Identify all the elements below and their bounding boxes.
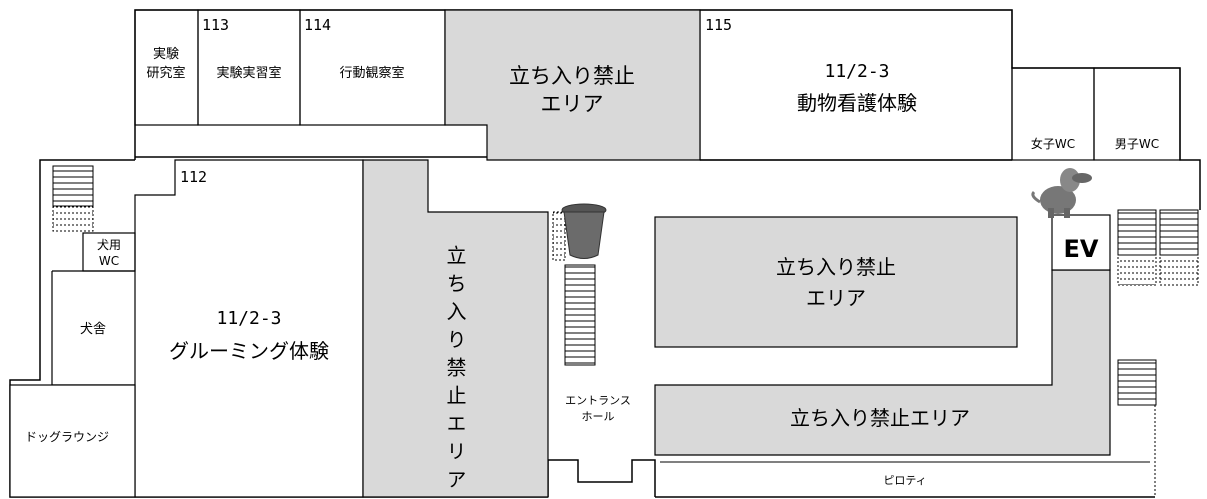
room-115-event: 動物看護体験 <box>797 91 917 115</box>
dog-lounge-label: ドッグラウンジ <box>25 430 109 444</box>
restricted-top-line1: 立ち入り禁止 <box>509 64 635 88</box>
dog-wc-line1: 犬用 <box>97 238 121 252</box>
stairs-left <box>52 165 94 232</box>
room-114-number: 114 <box>304 16 331 34</box>
restricted-top-line2: エリア <box>541 92 604 116</box>
piloti-label: ピロティ <box>883 474 926 487</box>
restricted-area-vertical <box>362 159 549 498</box>
room-114-label: 行動観察室 <box>339 65 404 81</box>
left-rooms <box>51 232 136 386</box>
room-112-date: 11/2-3 <box>216 308 281 329</box>
restricted-area-top <box>444 9 701 161</box>
restricted-center-line2: エリア <box>806 286 866 310</box>
room-115-date: 11/2-3 <box>824 61 889 82</box>
restricted-center-line1: 立ち入り禁止 <box>776 255 896 279</box>
room-115-number: 115 <box>705 16 732 34</box>
research-lab-label-1: 実験 <box>153 46 179 62</box>
room-112-event: グルーミング体験 <box>169 339 329 363</box>
room-112-number: 112 <box>180 168 207 186</box>
elevator-box <box>1051 214 1111 271</box>
restricted-vertical-label: 立ち入り禁止エリア <box>443 245 467 497</box>
stairs-right <box>1117 209 1199 497</box>
labels: 実験 研究室 113 実験実習室 114 行動観察室 立ち入り禁止 エリア 11… <box>25 16 1159 497</box>
trash-bin-icon <box>561 203 607 259</box>
room-113-number: 113 <box>202 16 229 34</box>
kennel-label: 犬舎 <box>80 322 106 337</box>
entrance-line2: ホール <box>582 410 615 423</box>
restricted-area-center <box>654 216 1018 348</box>
elevator-label: EV <box>1064 235 1099 263</box>
dog-icon <box>1031 168 1092 218</box>
dog-lounge-room <box>9 384 136 498</box>
dog-wc-line2: WC <box>99 254 119 268</box>
womens-wc-label: 女子WC <box>1031 136 1075 151</box>
mens-wc-label: 男子WC <box>1115 137 1159 151</box>
restricted-bottom-label: 立ち入り禁止エリア <box>790 406 970 430</box>
room-113-label: 実験実習室 <box>216 65 281 81</box>
research-lab-label-2: 研究室 <box>146 65 185 81</box>
entrance-line1: エントランス <box>565 394 631 407</box>
stairs-entrance <box>552 211 596 366</box>
